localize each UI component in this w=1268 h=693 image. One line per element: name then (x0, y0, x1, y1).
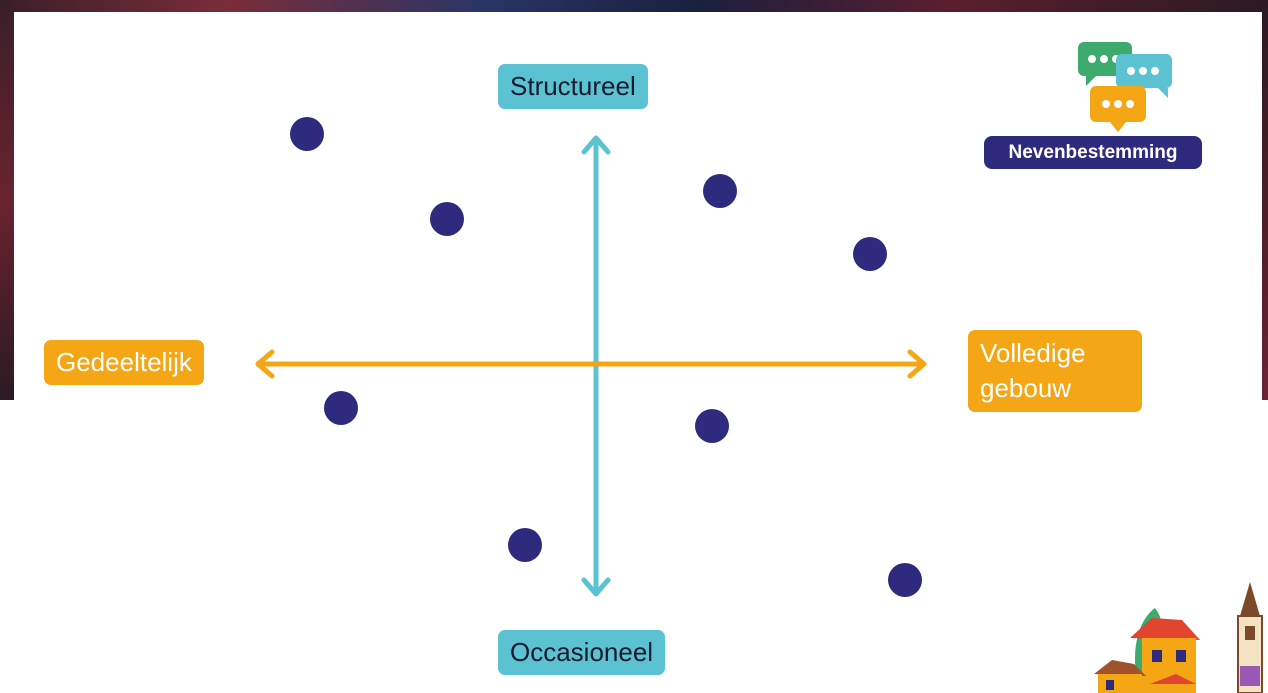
point-7 (508, 528, 542, 562)
axis-label-right: Volledige gebouw (968, 330, 1142, 412)
point-2 (430, 202, 464, 236)
nevenbestemming-logo: Nevenbestemming (982, 40, 1206, 172)
speech-bubbles-icon (982, 40, 1206, 136)
axis-label-bottom: Occasioneel (498, 630, 665, 675)
point-8 (888, 563, 922, 597)
point-6 (695, 409, 729, 443)
point-5 (324, 391, 358, 425)
logo-wordmark: Nevenbestemming (984, 136, 1202, 169)
village-icon (1090, 578, 1268, 693)
point-4 (853, 237, 887, 271)
horizontal-axis (258, 352, 924, 376)
axis-label-right-line2: gebouw (980, 373, 1071, 403)
axis-label-left: Gedeeltelijk (44, 340, 204, 385)
point-1 (290, 117, 324, 151)
axis-label-right-line1: Volledige (980, 338, 1086, 368)
point-3 (703, 174, 737, 208)
axis-label-top: Structureel (498, 64, 648, 109)
